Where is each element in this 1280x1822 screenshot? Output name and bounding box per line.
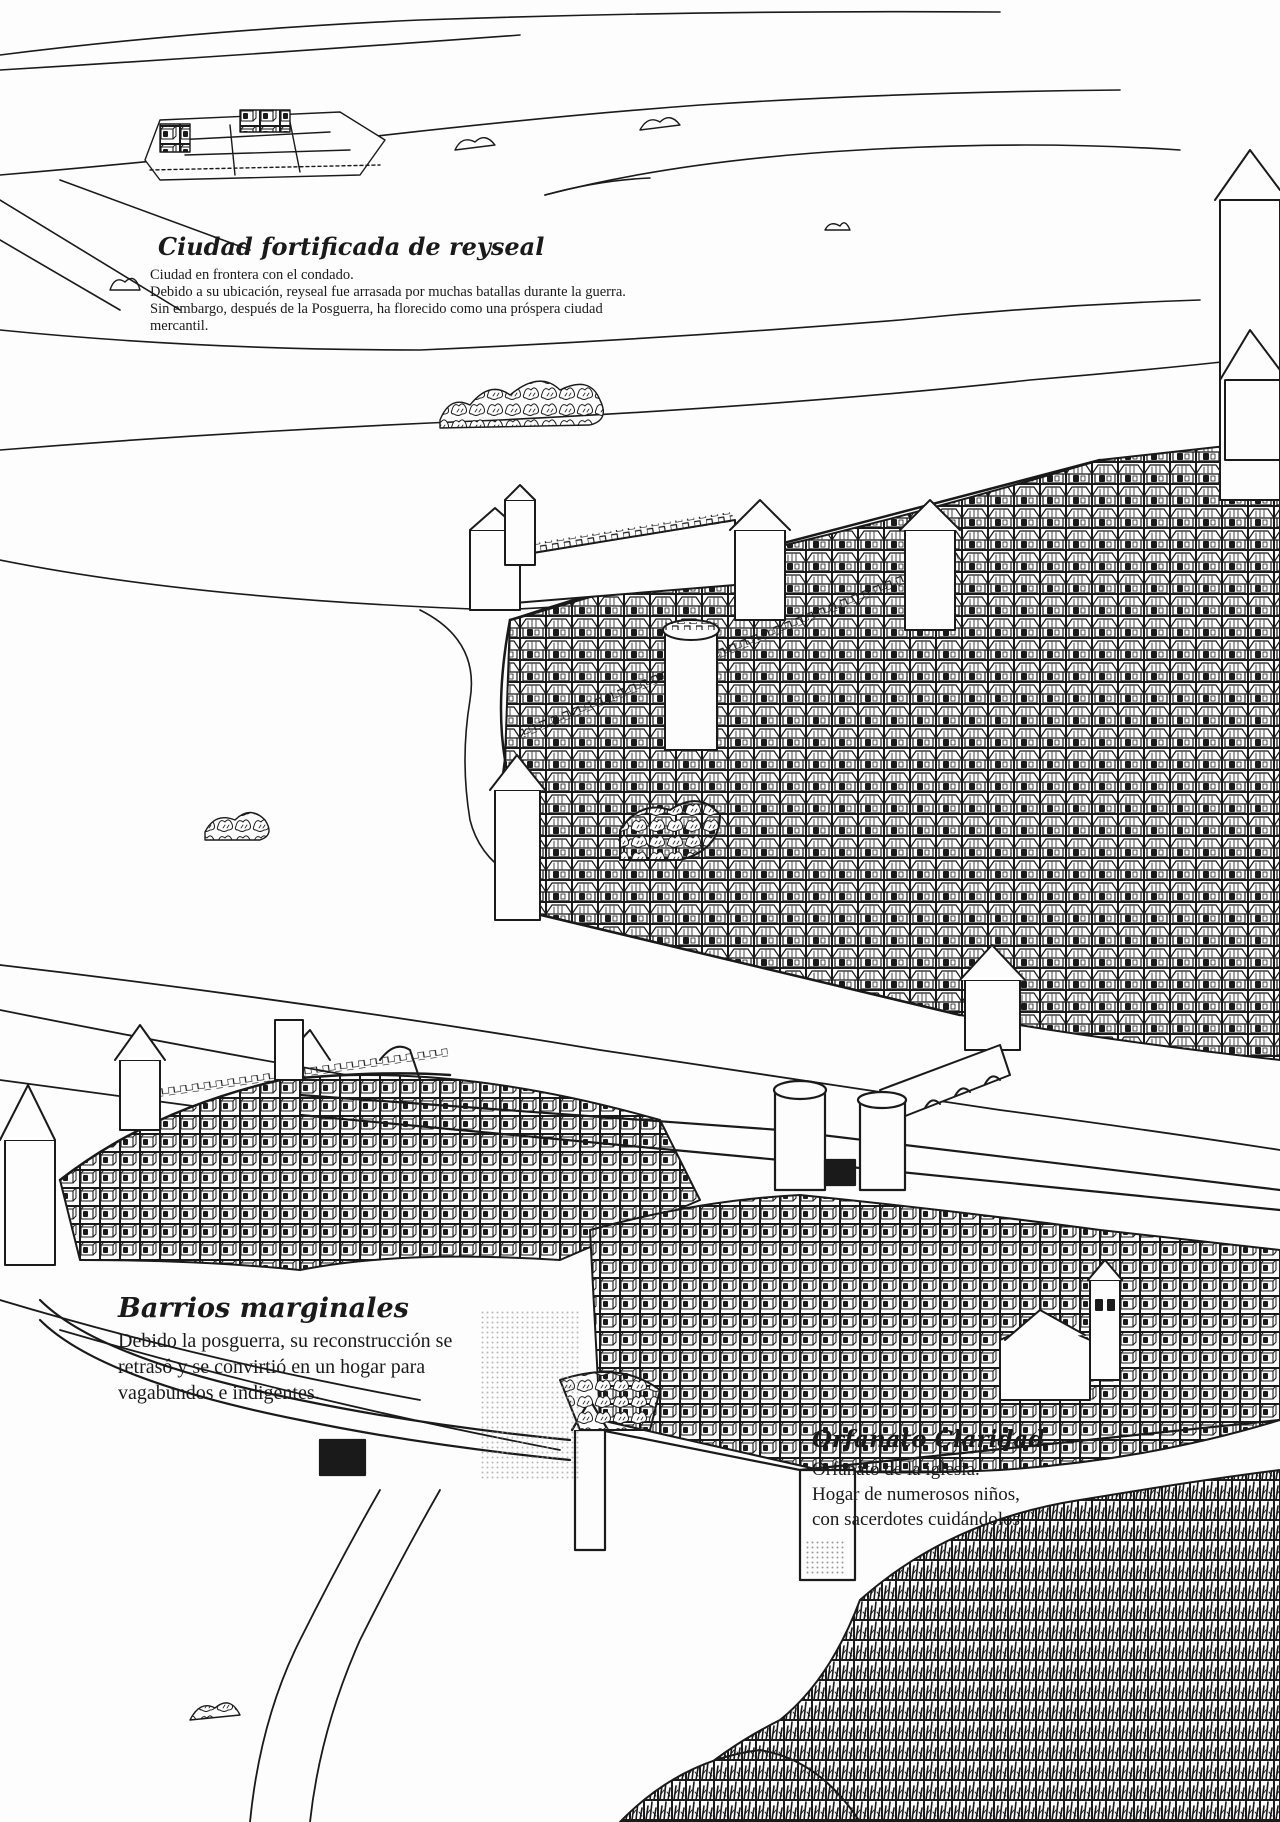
label-barrios-title: Barrios marginales — [118, 1293, 409, 1324]
river-wall — [38, 1079, 1280, 1477]
label-barrios-line: vagabundos e indigentes. — [118, 1382, 320, 1404]
label-barrios: Barrios marginales Debido la posguerra, … — [118, 1293, 578, 1406]
label-reyseal-line: mercantil. — [150, 318, 209, 334]
label-orfanato-line: con sacerdotes cuidándolos. — [812, 1509, 1025, 1530]
label-barrios-line: retrasó y se convirtió en un hogar para — [118, 1356, 426, 1378]
label-reyseal: Ciudad fortificada de reyseal Ciudad en … — [150, 232, 710, 335]
tree-clumps — [109, 117, 851, 1721]
label-orfanato-title: Orfanato Claridad — [812, 1426, 1045, 1453]
label-barrios-line: Debido la posguerra, su reconstrucción s… — [118, 1330, 453, 1352]
northern-city — [469, 149, 1280, 1061]
slum-district — [0, 1019, 701, 1271]
label-reyseal-title: Ciudad fortificada de reyseal — [158, 232, 545, 261]
market-district — [589, 1194, 1280, 1474]
label-orfanato: Orfanato Claridad Orfanato de la iglesia… — [812, 1426, 1132, 1532]
label-reyseal-line: Ciudad en frontera con el condado. — [150, 267, 354, 283]
forest-foreground — [559, 1371, 1280, 1822]
label-orfanato-line: Orfanato de la iglesia. — [812, 1459, 980, 1480]
label-orfanato-line: Hogar de numerosos niños, — [812, 1484, 1020, 1505]
label-reyseal-line: Sin embargo, después de la Posguerra, ha… — [150, 301, 603, 317]
farm-compound — [144, 109, 386, 181]
label-reyseal-line: Debido a su ubicación, reyseal fue arras… — [150, 284, 626, 300]
